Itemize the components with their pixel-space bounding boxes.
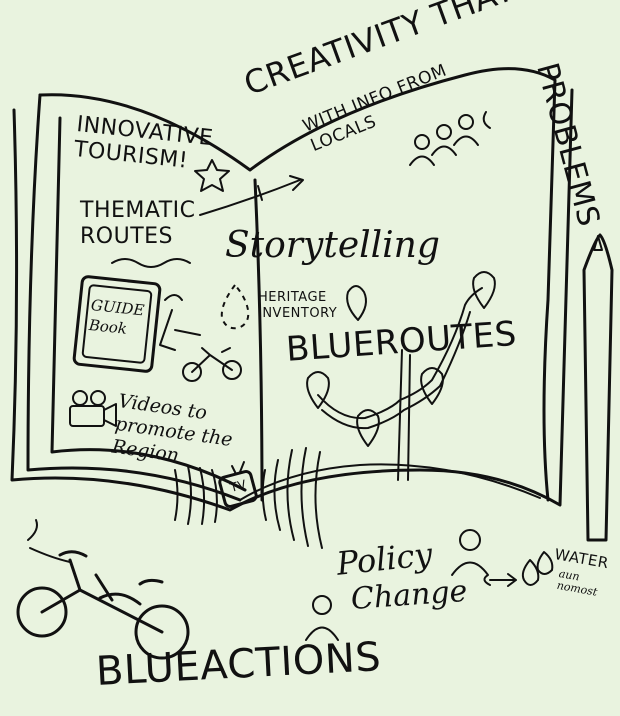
map-pin-icon [356, 409, 380, 447]
thematic-routes: THEMATIC ROUTES [80, 198, 196, 250]
heritage-drop [220, 283, 250, 330]
guide-book-label: GUIDE Book [88, 296, 146, 338]
book-icon [72, 275, 162, 373]
thematic-arrow [199, 179, 301, 216]
wavy-underline [111, 258, 191, 268]
blueroutes-path [306, 271, 496, 481]
heritage-inventory: HERITAGE INVENTORY [258, 290, 338, 321]
policy-label: Policy [334, 534, 435, 583]
map-pin-icon [346, 285, 367, 321]
camera-icon [69, 390, 117, 427]
tv-waves [174, 447, 323, 549]
bicycle-icon [16, 519, 190, 660]
tv-icon [218, 461, 258, 509]
bicycle-icon [159, 294, 242, 382]
change-label: Change [349, 573, 469, 617]
map-pin-icon [472, 271, 496, 309]
person-icon [451, 529, 491, 586]
star-icon [194, 159, 230, 192]
map-pin-icon [420, 367, 444, 405]
storytelling-label: Storytelling [225, 225, 440, 266]
map-pin-icon [306, 371, 330, 409]
people-icon [409, 111, 491, 166]
pencil-icon [582, 233, 614, 542]
person-icon [305, 595, 339, 641]
water-drop-icon [521, 551, 554, 586]
